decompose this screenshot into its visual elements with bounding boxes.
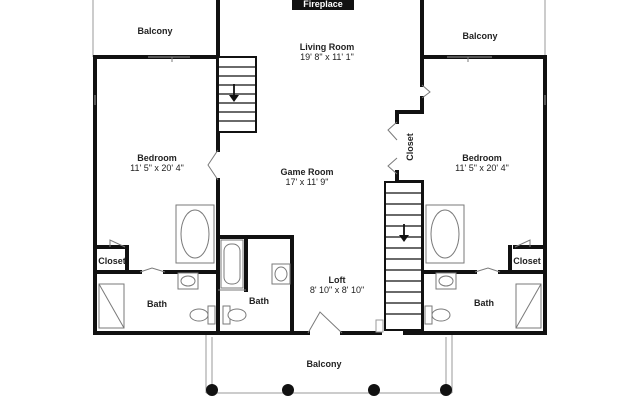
bathtub-left bbox=[175, 204, 215, 264]
fireplace-label: Fireplace bbox=[303, 0, 343, 9]
stairs-lower bbox=[384, 181, 423, 331]
game-room-name: Game Room bbox=[280, 167, 333, 177]
arrow-down-icon bbox=[399, 224, 409, 242]
balcony-top-left-label: Balcony bbox=[137, 26, 172, 36]
closet-right-label: Closet bbox=[513, 256, 541, 266]
window-marks bbox=[94, 95, 546, 105]
closet-center-label: Closet bbox=[405, 133, 415, 161]
bedroom-right-size: 11' 5" x 20' 4" bbox=[455, 163, 509, 173]
loft-size: 8' 10" x 8' 10" bbox=[310, 285, 364, 295]
arrow-down-icon bbox=[229, 84, 239, 102]
bath-center-label: Bath bbox=[249, 296, 269, 306]
bedroom-left-size: 11' 5" x 20' 4" bbox=[130, 163, 184, 173]
sink-right bbox=[435, 272, 457, 290]
balcony-bottom-label: Balcony bbox=[306, 359, 341, 369]
bathtub-center bbox=[220, 239, 244, 289]
toilet-center bbox=[222, 305, 247, 325]
balcony-top-right-label: Balcony bbox=[462, 31, 497, 41]
balcony-railings bbox=[92, 0, 546, 394]
door-swings bbox=[109, 57, 531, 334]
bath-left-label: Bath bbox=[147, 299, 167, 309]
shower-left bbox=[98, 283, 125, 329]
sink-left bbox=[177, 272, 199, 290]
bathtub-right bbox=[425, 204, 465, 264]
living-room-size: 19' 8" x 11' 1" bbox=[300, 52, 354, 62]
bedroom-right-name: Bedroom bbox=[462, 153, 502, 163]
loft-name: Loft bbox=[329, 275, 346, 285]
closet-left-label: Closet bbox=[98, 256, 126, 266]
stair-post bbox=[375, 319, 384, 333]
fireplace-block bbox=[292, 0, 354, 10]
game-room-size: 17' x 11' 9" bbox=[286, 177, 329, 187]
shower-right bbox=[515, 283, 542, 329]
sink-center bbox=[271, 263, 291, 285]
bath-right-label: Bath bbox=[474, 298, 494, 308]
stairs-upper bbox=[217, 56, 257, 133]
toilet-left bbox=[189, 305, 216, 325]
column-icon bbox=[206, 384, 452, 396]
living-room-name: Living Room bbox=[300, 42, 355, 52]
bedroom-left-name: Bedroom bbox=[137, 153, 177, 163]
toilet-right bbox=[424, 305, 451, 325]
